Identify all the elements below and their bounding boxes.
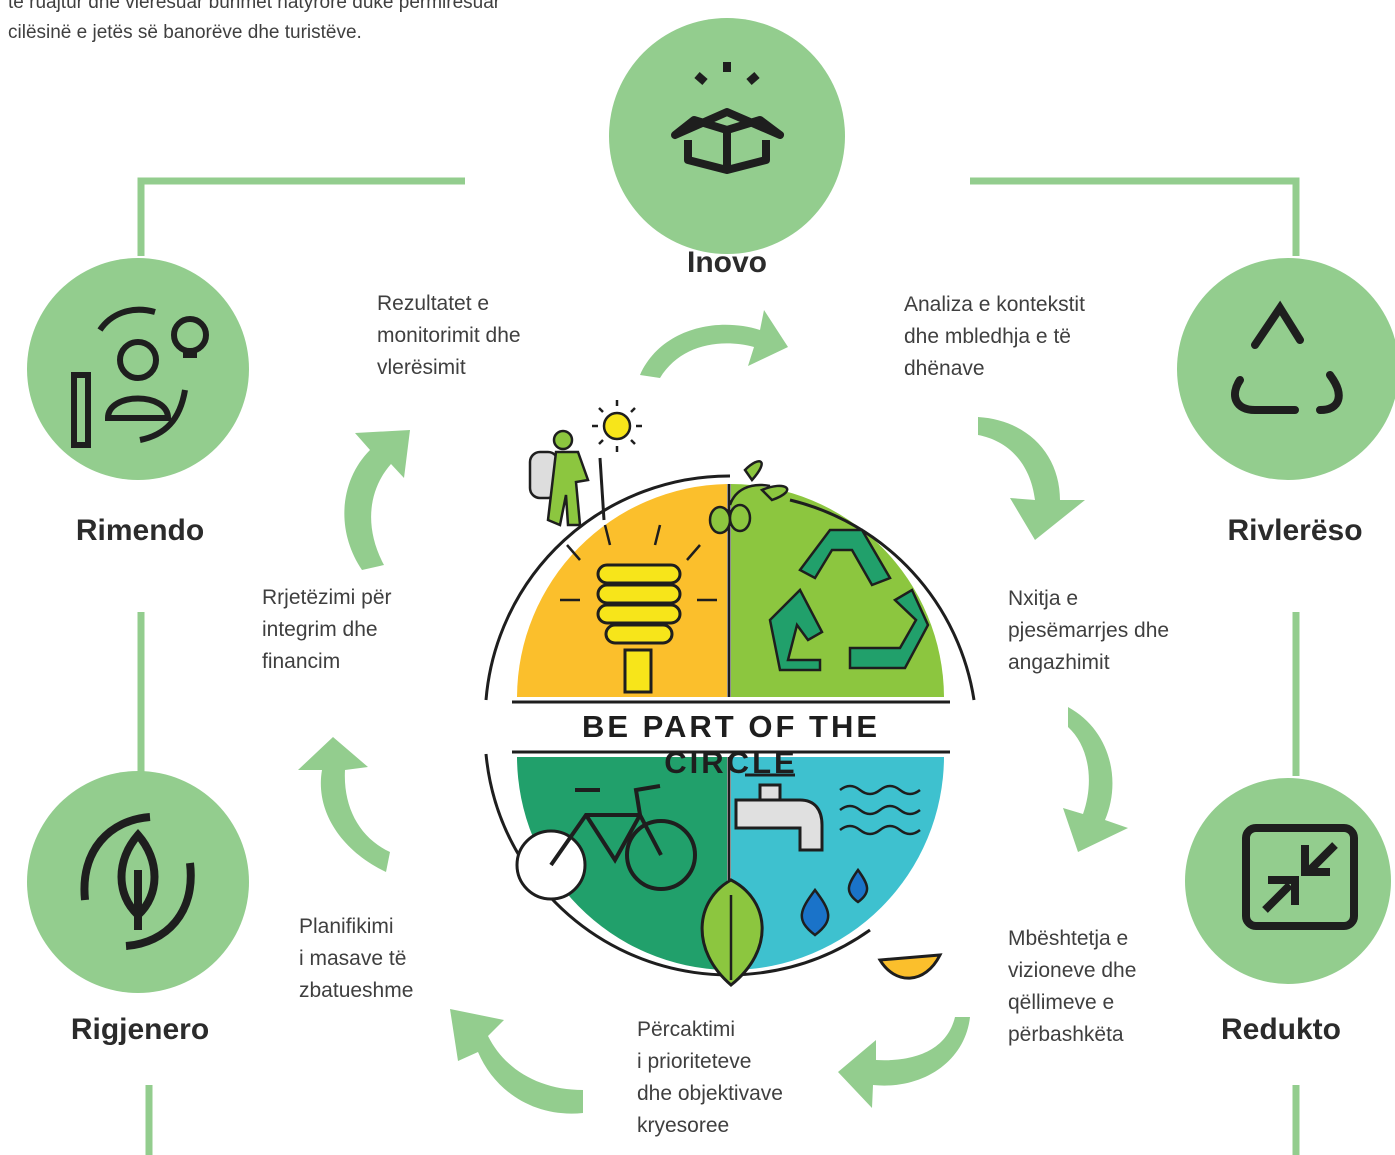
node-label-rimendo: Rimendo [75, 514, 205, 547]
ideas-person-icon [71, 306, 209, 448]
node-label-inovo: Inovo [687, 246, 767, 279]
center-graphic [484, 400, 976, 987]
node-label-rivleresso: Rivlerëso [1227, 514, 1363, 547]
connector-line-top-left [137, 177, 465, 256]
node-label-rigjenero: Rigjenero [70, 1013, 210, 1046]
arrow-left [298, 737, 390, 872]
tap-illustration [734, 773, 824, 852]
step-text-monitoring: Rezultatet e monitorimit dhe vlerësimit [377, 292, 521, 379]
connector-line-top-right [970, 177, 1300, 256]
recycle-icon [1231, 300, 1343, 414]
arrow-upper-right [978, 417, 1085, 540]
arrow-lower-right [838, 1017, 970, 1108]
step-text-planning: Planifikimi i masave të zbatueshme [299, 915, 414, 1002]
hiker-illustration [528, 429, 606, 527]
step-text-networking: Rrjetëzimi për integrim dhe financim [262, 586, 392, 673]
reduce-arrows-icon [1242, 824, 1358, 930]
bicycle-illustration [515, 784, 697, 901]
arrow-bottom [450, 1009, 583, 1114]
lightbulb-illustration [596, 563, 682, 694]
node-circle-right-upper [1177, 258, 1395, 480]
step-text-vision: Mbështetja e vizioneve dhe qëllimeve e p… [1008, 927, 1137, 1046]
arrow-upper-left [344, 430, 410, 570]
recycle-illustration [768, 528, 930, 672]
node-circle-left-upper [27, 258, 249, 480]
regenerate-leaf-icon [80, 813, 195, 950]
arrow-right [1063, 707, 1128, 852]
step-text-priorities: Përcaktimi i prioriteteve dhe objektivav… [637, 1018, 783, 1137]
open-box-icon [671, 62, 784, 174]
lemon-illustration [877, 953, 943, 980]
node-label-redukto: Redukto [1221, 1013, 1341, 1046]
center-title: BE PART OF THE CIRCLE [581, 709, 881, 780]
step-text-participation: Nxitja e pjesëmarrjes dhe angazhimit [1008, 587, 1170, 674]
step-text-analysis: Analiza e kontekstit dhe mbledhja e të d… [904, 293, 1085, 380]
intro-text: të ruajtur dhe vlerësuar burimet natyror… [8, 0, 501, 43]
arrow-top [640, 310, 788, 378]
